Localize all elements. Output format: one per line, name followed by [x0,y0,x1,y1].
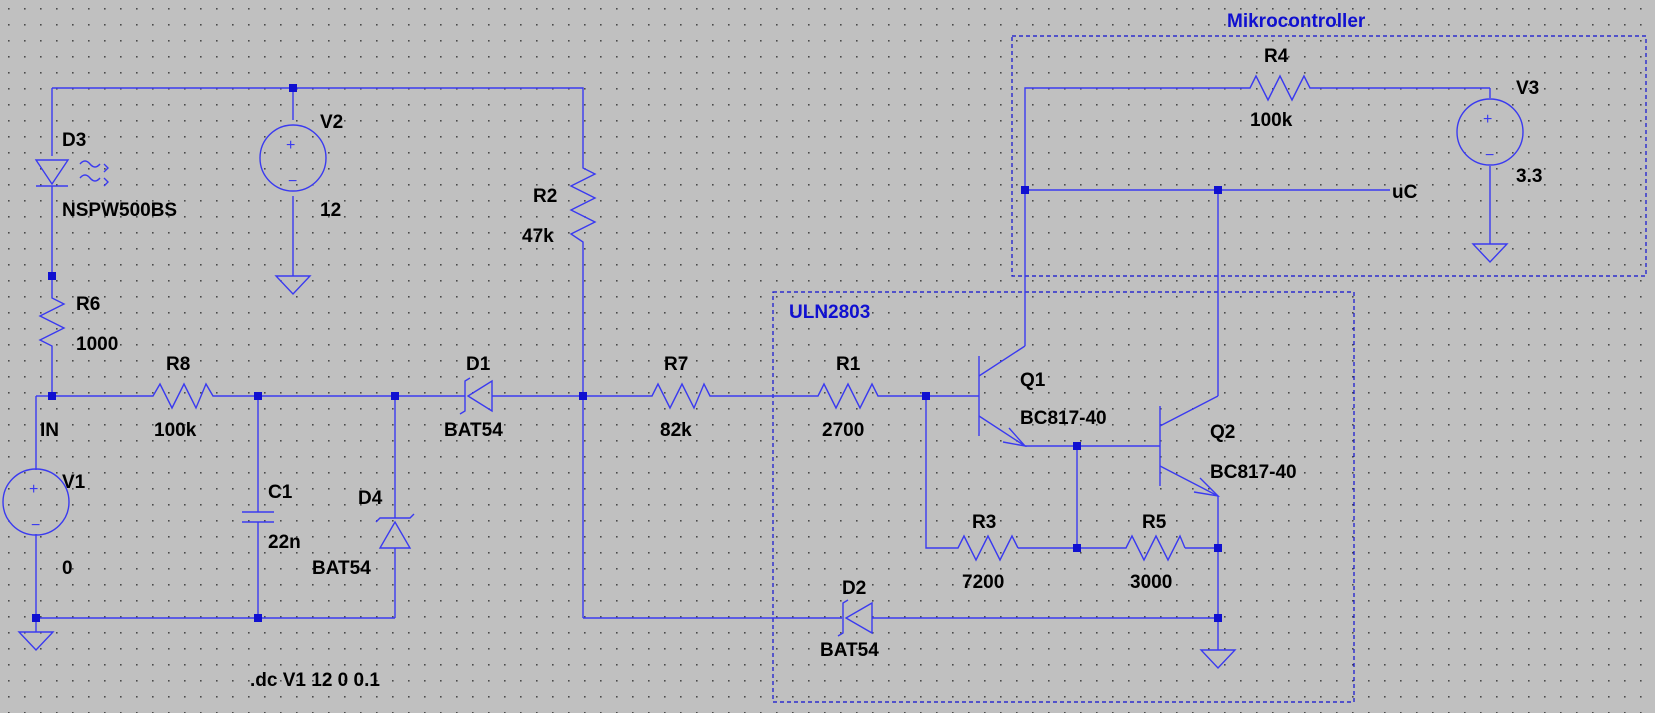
v1-ref: V1 [62,472,86,493]
c1-ref: C1 [268,482,293,503]
net-label-in: IN [40,420,59,441]
r8-value: 100k [154,420,197,441]
d2-ref: D2 [842,578,866,599]
d4-ref: D4 [358,488,383,509]
d2-value: BAT54 [820,640,879,661]
v2-ref: V2 [320,112,343,133]
resistor-r3[interactable] [953,534,1019,562]
r6-value: 1000 [76,334,118,355]
r7-value: 82k [660,420,692,441]
led-d3[interactable] [34,159,109,187]
uln2803-box [772,291,1355,703]
r5-ref: R5 [1142,512,1167,533]
r4-ref: R4 [1264,46,1289,67]
resistor-r8[interactable] [145,382,218,410]
r5-value: 3000 [1130,572,1172,593]
source-v3[interactable]: + − [1456,98,1524,166]
resistor-r6[interactable] [38,290,66,352]
d1-value: BAT54 [444,420,503,441]
ground-v1 [17,631,55,652]
spice-directive[interactable]: .dc V1 12 0 0.1 [250,670,380,691]
ground-v3 [1471,243,1509,264]
ground-q2 [1199,649,1237,670]
r2-value: 47k [522,226,554,247]
c1-value: 22n [268,532,301,553]
transistor-q2[interactable] [1159,395,1221,498]
net-label-uc: uC [1392,182,1418,203]
v1-value: 0 [62,558,73,579]
diode-d2[interactable] [837,599,873,637]
r6-ref: R6 [76,294,100,315]
r8-ref: R8 [166,354,190,375]
r7-ref: R7 [664,354,688,375]
v2-value: 12 [320,200,341,221]
wires [35,87,1491,650]
resistor-r4[interactable] [1245,74,1315,102]
transistor-q1[interactable] [978,345,1027,448]
v3-minus: − [1485,147,1494,164]
uln2803-box-label: ULN2803 [789,302,870,323]
mikrocontroller-box-label: Mikrocontroller [1227,11,1366,32]
source-v2[interactable]: + − [259,124,327,192]
v1-minus: − [31,517,40,534]
q2-ref: Q2 [1210,422,1235,443]
diode-d4[interactable] [375,513,415,549]
diode-d1[interactable] [459,377,493,415]
v2-minus: − [288,173,297,190]
d4-value: BAT54 [312,558,371,579]
source-v1[interactable]: + − [2,468,70,536]
r3-ref: R3 [972,512,996,533]
v3-value: 3.3 [1516,166,1542,187]
mikrocontroller-box [1011,35,1647,277]
r4-value: 100k [1250,110,1293,131]
ground-v2 [274,275,312,296]
resistor-r2[interactable] [569,160,597,250]
resistor-r7[interactable] [645,382,713,410]
q1-value: BC817-40 [1020,408,1107,429]
r2-ref: R2 [533,186,557,207]
v3-ref: V3 [1516,78,1539,99]
resistor-r1[interactable] [812,382,882,410]
v2-plus: + [286,137,295,154]
r1-ref: R1 [836,354,861,375]
q1-ref: Q1 [1020,370,1046,391]
r3-value: 7200 [962,572,1004,593]
v1-plus: + [29,481,38,498]
d1-ref: D1 [466,354,491,375]
junctions [32,84,1222,622]
r1-value: 2700 [822,420,864,441]
capacitor-c1[interactable] [242,511,274,523]
resistor-r5[interactable] [1120,534,1186,562]
q2-value: BC817-40 [1210,462,1297,483]
v3-plus: + [1483,111,1492,128]
d3-value: NSPW500BS [62,200,177,221]
d3-ref: D3 [62,130,86,151]
